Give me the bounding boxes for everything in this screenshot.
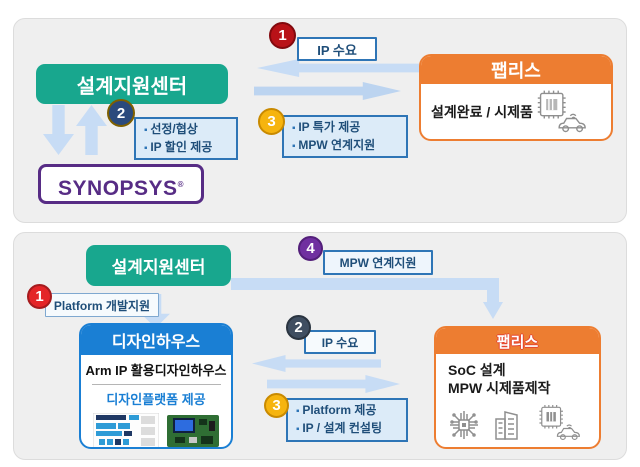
designhouse-body: Arm IP 활용디자인하우스 디자인플랫폼 제공 [81, 355, 231, 447]
designhouse-thumbnails [93, 413, 219, 447]
synopsys-wordmark: SYNOPSYS [58, 177, 178, 200]
top-badge-2: 2 [107, 99, 135, 127]
bottom-ip-demand-label: IP 수요 [321, 335, 359, 350]
top-badge-2-number: 2 [116, 104, 126, 122]
bottom-fabless-header: 팹리스 [436, 328, 599, 354]
bottom-panel: 설계지원센터 4 MPW 연계지원 1 Platform 개발지원 디자인하우스 [13, 232, 627, 460]
special-offer-item: IP 특가 제공 [292, 119, 406, 137]
synopsys-registered-mark: ® [177, 180, 184, 189]
bottom-badge-4-number: 4 [306, 240, 315, 257]
synopsys-logo-text: SYNOPSYS® [58, 167, 184, 207]
designhouse-box: 디자인하우스 Arm IP 활용디자인하우스 디자인플랫폼 제공 [79, 323, 233, 449]
designhouse-header: 디자인하우스 [81, 325, 231, 355]
top-badge-3-number: 3 [267, 113, 276, 130]
selection-item: 선정/협상 [144, 121, 236, 139]
top-ip-demand-label-box: IP 수요 [297, 37, 377, 61]
bottom-badge-3-number: 3 [272, 397, 281, 414]
platform-dev-label: Platform 개발지원 [53, 298, 151, 313]
mpw-link-label: MPW 연계지원 [339, 256, 417, 270]
top-badge-1: 1 [269, 22, 296, 49]
designhouse-platform-text: 디자인플랫폼 제공 [106, 392, 206, 407]
bottom-badge-2: 2 [286, 315, 311, 340]
bottom-design-center-label: 설계지원센터 [111, 258, 206, 277]
top-ip-demand-label: IP 수요 [317, 42, 357, 58]
platform-dev-label-box: Platform 개발지원 [45, 293, 159, 317]
bottom-fabless-title: 팹리스 [496, 333, 539, 351]
arrow-left-ip-demand [257, 59, 419, 77]
top-fabless-body-text: 설계완료 / 시제품 [431, 103, 533, 120]
arrow-left-ip-demand-bottom [252, 355, 381, 372]
selection-item: IP 할인 제공 [144, 139, 236, 157]
building-icon [495, 411, 518, 440]
elbow-arrow-mpw [231, 278, 503, 319]
chip-car-icon [539, 405, 580, 441]
bottom-fabless-body: SoC 설계 MPW 시제품제작 [436, 354, 599, 447]
arrow-right-ip-offer [254, 82, 401, 100]
synopsys-logo-box: SYNOPSYS® [38, 164, 204, 204]
fabless-icon-row [448, 405, 591, 441]
top-fabless-header: 팹리스 [421, 56, 611, 84]
bottom-badge-1-number: 1 [35, 288, 44, 305]
top-badge-3: 3 [258, 108, 285, 135]
fabless-line-mpw: MPW 시제품제작 [448, 380, 551, 396]
chip-car-icon [537, 90, 586, 132]
top-design-center-label: 설계지원센터 [76, 75, 188, 98]
bottom-badge-2-number: 2 [294, 319, 303, 336]
platform-diagram-thumbnail [93, 413, 159, 447]
designhouse-subtitle: Arm IP 활용디자인하우스 [85, 363, 227, 378]
bottom-badge-1: 1 [27, 284, 52, 309]
special-offer-item: MPW 연계지원 [292, 137, 406, 155]
bottom-badge-3: 3 [264, 393, 289, 418]
top-selection-box: 선정/협상 IP 할인 제공 [134, 117, 238, 160]
top-fabless-title: 팹리스 [491, 61, 541, 81]
provide-item: Platform 제공 [296, 402, 406, 420]
pcb-board-thumbnail [167, 415, 219, 447]
divider [91, 384, 221, 385]
bottom-fabless-box: 팹리스 SoC 설계 MPW 시제품제작 [434, 326, 601, 449]
top-badge-1-number: 1 [278, 27, 287, 44]
top-design-center-box: 설계지원센터 [36, 64, 228, 104]
top-fabless-box: 팹리스 설계완료 / 시제품 [419, 54, 613, 141]
designhouse-title: 디자인하우스 [111, 334, 201, 351]
bottom-badge-4: 4 [298, 236, 323, 261]
platform-provide-box: Platform 제공 IP / 설계 컨설팅 [286, 398, 408, 442]
arrow-up-from-synopsys [76, 105, 107, 155]
top-fabless-body: 설계완료 / 시제품 [421, 84, 611, 139]
fabless-line-soc: SoC 설계 [448, 362, 506, 378]
mpw-link-label-box: MPW 연계지원 [323, 250, 433, 275]
soc-chip-icon [450, 411, 478, 439]
arrow-down-to-synopsys [43, 105, 74, 155]
bottom-ip-demand-label-box: IP 수요 [304, 330, 376, 354]
top-special-offer-box: IP 특가 제공 MPW 연계지원 [282, 115, 408, 158]
bottom-design-center-box: 설계지원센터 [86, 245, 231, 286]
top-panel: 설계지원센터 2 선정/협상 IP 할인 제공 SYNOPSYS® 1 IP 수… [13, 18, 627, 223]
arrow-right-platform-offer [267, 375, 400, 393]
provide-item: IP / 설계 컨설팅 [296, 420, 406, 438]
